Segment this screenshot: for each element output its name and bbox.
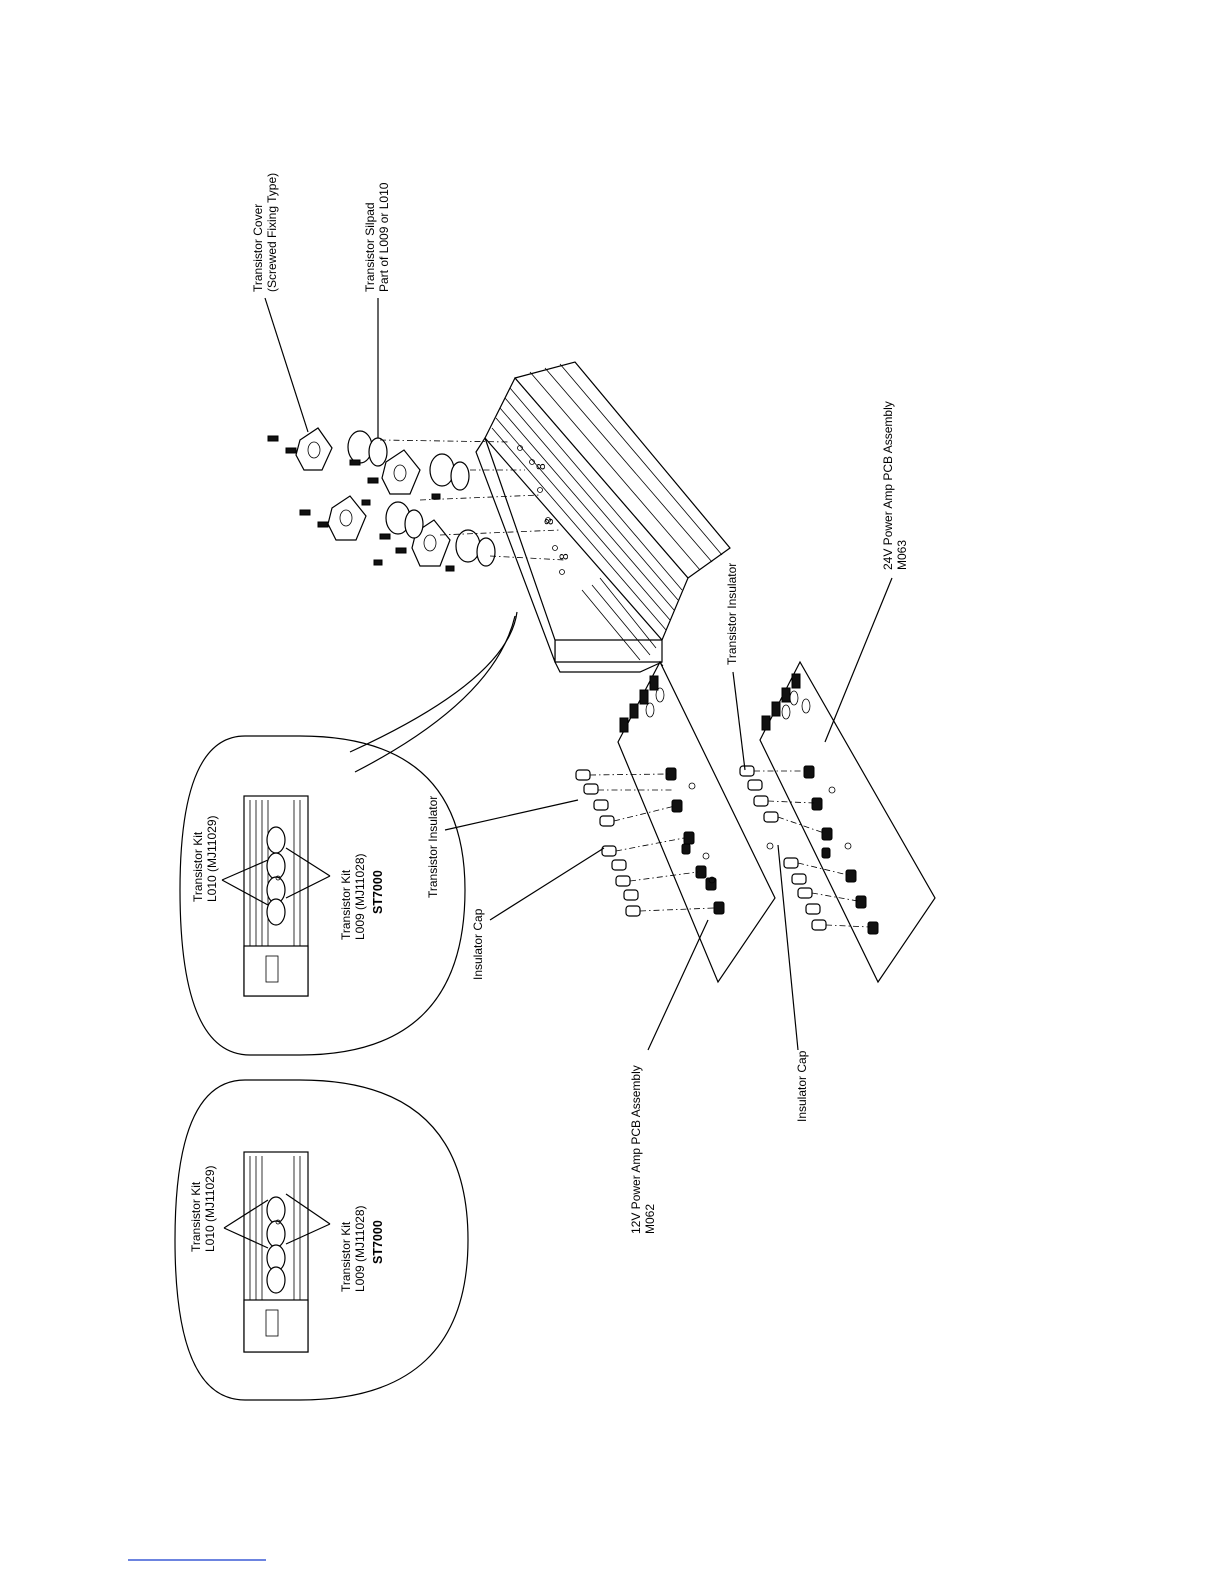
label-transistor-cover: Transistor Cover: [251, 204, 265, 292]
inset-upper-kit-bottom-part: L009 (MJ11028): [353, 854, 367, 941]
label-pcb-24v: 24V Power Amp PCB Assembly: [881, 401, 895, 570]
svg-text:8: 8: [542, 518, 556, 525]
svg-text:8: 8: [534, 463, 548, 470]
label-insulator-cap-lower: Insulator Cap: [795, 1050, 809, 1122]
label-insulator-cap-upper: Insulator Cap: [471, 908, 485, 980]
label-transistor-silpad: Transistor Silpad: [363, 202, 377, 292]
inset-lower-model: ST7000: [371, 1220, 385, 1264]
inset-lower-kit-top: Transistor Kit: [189, 1181, 203, 1252]
label-transistor-insulator-upper: Transistor Insulator: [426, 796, 440, 898]
label-transistor-insulator-lower: Transistor Insulator: [725, 563, 739, 665]
inset-upper-kit-bottom: Transistor Kit: [339, 869, 353, 940]
label-transistor-silpad-sub: Part of L009 or L010: [377, 182, 391, 292]
label-transistor-cover-sub: (Screwed Fixing Type): [265, 173, 279, 292]
pcb-24v-board: [739, 660, 936, 984]
label-pcb-12v: 12V Power Amp PCB Assembly: [629, 1065, 643, 1234]
inset-upper-kit-top: Transistor Kit: [191, 831, 205, 902]
inset-leader-curve: [349, 611, 518, 753]
transistor-stack-group: [267, 427, 566, 572]
inset-upper-model: ST7000: [371, 870, 385, 914]
leader-lines: [264, 297, 893, 1051]
inset-lower-kit-bottom-part: L009 (MJ11028): [353, 1206, 367, 1293]
heatsink-extrusion: 8 8 8: [475, 361, 731, 673]
label-pcb-24v-code: M063: [895, 540, 909, 570]
inset-lower-kit-bottom: Transistor Kit: [339, 1221, 353, 1292]
label-pcb-12v-code: M062: [643, 1204, 657, 1234]
svg-text:8: 8: [557, 553, 571, 560]
inset-lower-kit-top-part: L010 (MJ11029): [203, 1166, 217, 1253]
pcb-12v-board: [575, 660, 776, 984]
inset-lower: [174, 1079, 469, 1401]
inset-upper: [179, 735, 466, 1056]
inset-upper-kit-top-part: L010 (MJ11029): [205, 816, 219, 903]
inset-leader-curve-2: [354, 615, 516, 773]
